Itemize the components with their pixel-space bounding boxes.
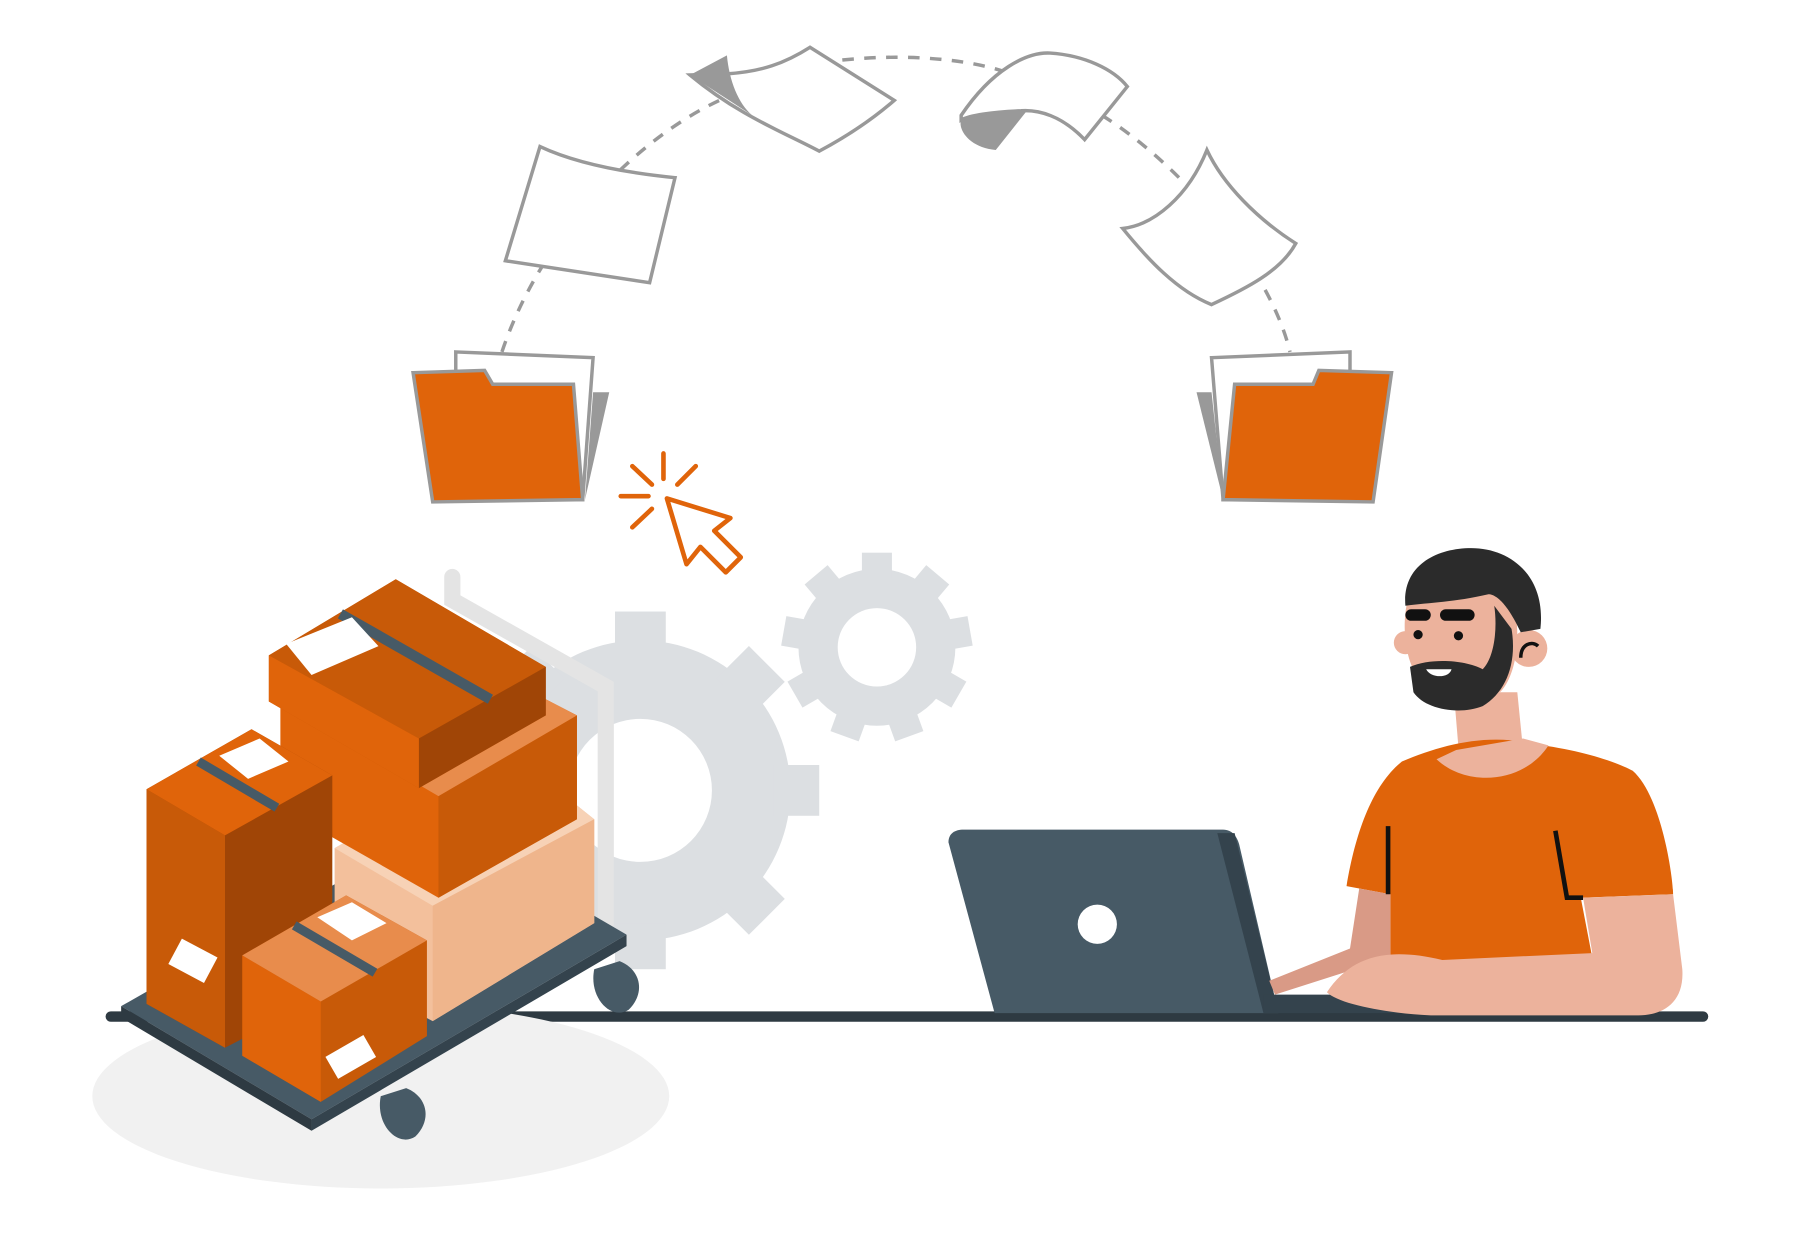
folder-icon xyxy=(1196,350,1394,504)
paper-icon xyxy=(1119,145,1299,307)
paper-icon xyxy=(685,45,898,154)
laptop-icon xyxy=(948,829,1440,1014)
cursor-icon xyxy=(618,451,744,575)
folder-icon xyxy=(411,350,610,504)
gear-icon xyxy=(781,552,973,742)
paper-icon xyxy=(959,51,1130,150)
box-icon xyxy=(242,895,427,1102)
person-icon xyxy=(1269,548,1683,1016)
box-icon xyxy=(268,579,546,789)
paper-icon xyxy=(503,144,678,285)
